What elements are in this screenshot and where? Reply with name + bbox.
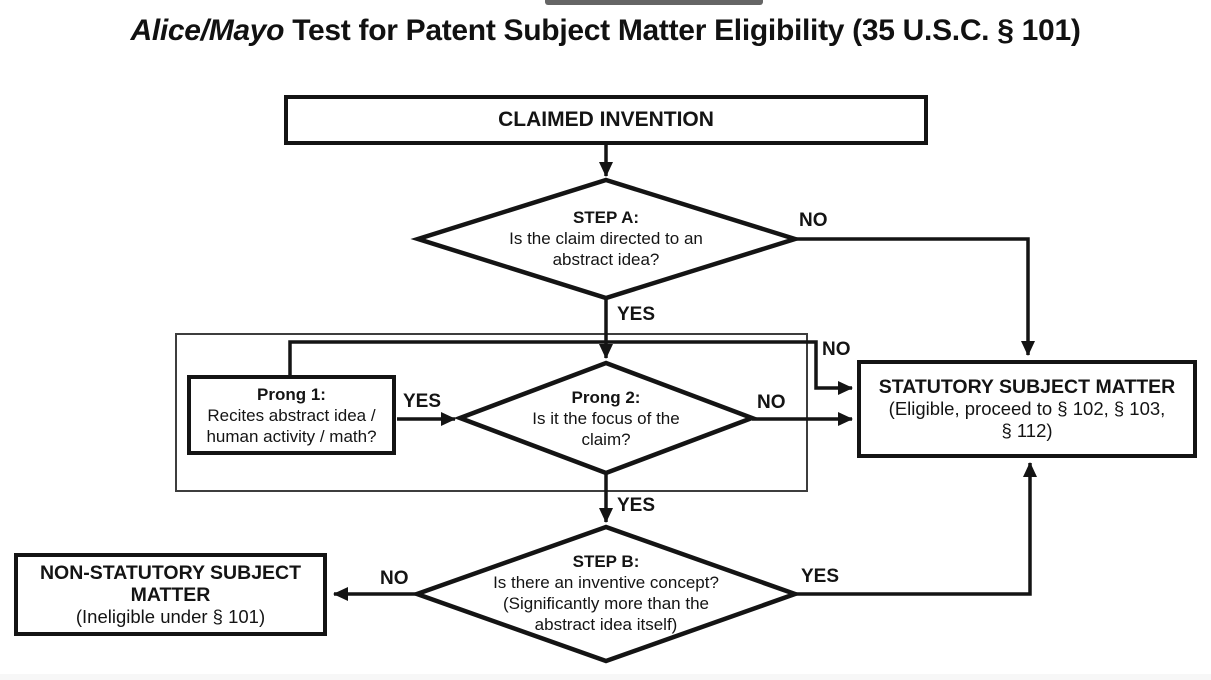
edge-step-a-no (795, 237, 1035, 356)
prong-1-heading: Prong 1: (257, 384, 326, 404)
claimed-invention-label: CLAIMED INVENTION (498, 108, 714, 131)
prong-2-diamond (453, 360, 759, 476)
edge-label-step-a-yes: YES (617, 304, 656, 325)
node-claimed-invention: CLAIMED INVENTION (284, 95, 928, 145)
edge-label-step-b-no: NO (380, 568, 409, 589)
non-statutory-body: (Ineligible under § 101) (75, 605, 266, 627)
prong-group-outline (175, 333, 808, 492)
edge-step-b-yes (795, 462, 1037, 596)
prong-1-body: Recites abstract idea / human activity /… (206, 405, 377, 446)
non-statutory-heading: NON-STATUTORY SUBJECT MATTER (39, 561, 302, 606)
bottom-fade-artifact (0, 674, 1211, 680)
step-a-diamond (410, 177, 803, 301)
edge-label-step-a-no: NO (799, 210, 828, 231)
video-scrubber-artifact (545, 0, 763, 5)
statutory-body: (Eligible, proceed to § 102, § 103, § 11… (888, 398, 1166, 441)
statutory-heading: STATUTORY SUBJECT MATTER (878, 376, 1176, 398)
edge-label-prong-1-no: NO (822, 339, 851, 360)
edge-label-prong-1-yes: YES (403, 391, 442, 412)
title-italic-part: Alice/Mayo (130, 14, 285, 47)
page-title: Alice/Mayo Test for Patent Subject Matte… (0, 14, 1211, 48)
step-b-diamond (410, 524, 802, 664)
edge-prong-1-no-bypass (288, 340, 853, 395)
node-prong-1: Prong 1: Recites abstract idea / human a… (187, 375, 396, 455)
edge-label-step-b-yes: YES (801, 566, 840, 587)
title-rest-part: Test for Patent Subject Matter Eligibili… (284, 14, 1081, 47)
edge-label-prong-2-yes: YES (617, 495, 656, 516)
edge-label-prong-2-no: NO (757, 392, 786, 413)
node-statutory-subject-matter: STATUTORY SUBJECT MATTER (Eligible, proc… (857, 360, 1197, 458)
node-non-statutory-subject-matter: NON-STATUTORY SUBJECT MATTER (Ineligible… (14, 553, 327, 636)
